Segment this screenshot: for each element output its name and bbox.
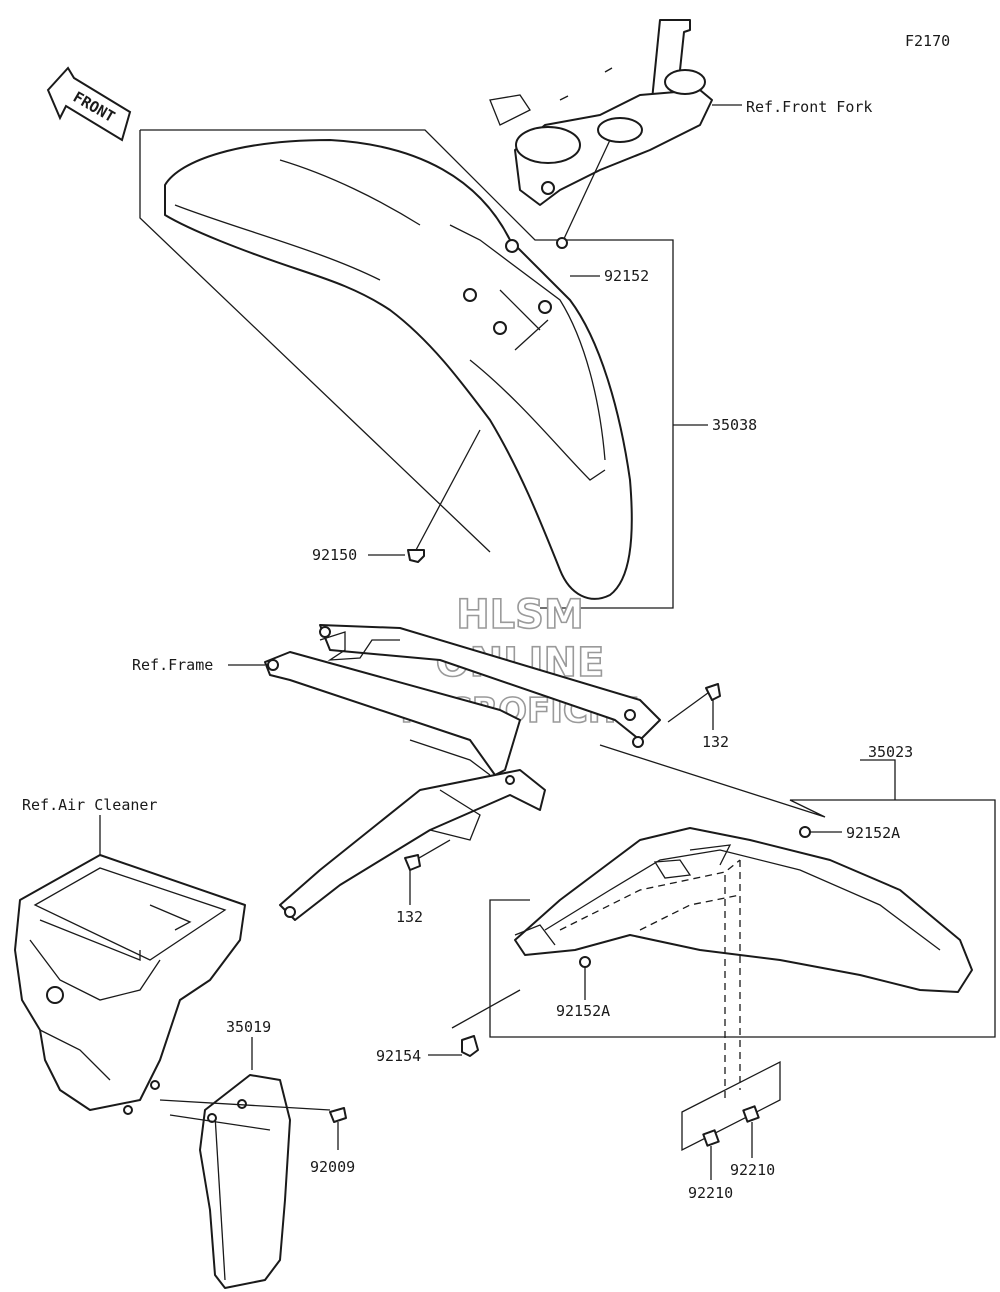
- front-fender: [164, 139, 633, 600]
- washer-92152-icon: [556, 237, 568, 249]
- screw-92009-label: 92009: [310, 1158, 355, 1176]
- ref-frame: Ref.Frame: [132, 656, 213, 674]
- rear-fender-part-number: 35023: [868, 743, 913, 761]
- rear-subframe: [264, 624, 661, 921]
- bolt-92154-icon: [461, 1035, 479, 1057]
- ref-air-cleaner: Ref.Air Cleaner: [22, 796, 157, 814]
- washer-92152-label: 92152: [604, 267, 649, 285]
- air-cleaner-box: [14, 854, 246, 1115]
- watermark-line-1: HLSM: [456, 592, 584, 638]
- diagram-code: F2170: [905, 32, 950, 50]
- bolt-132-upper-icon: [705, 683, 721, 701]
- washer-92152a-lower-label: 92152A: [556, 1002, 610, 1020]
- bolt-132-upper-label: 132: [702, 733, 729, 751]
- nut-92210-right-icon: [742, 1105, 760, 1123]
- bolt-92150-label: 92150: [312, 546, 357, 564]
- bolt-92150-icon: [407, 549, 425, 563]
- ref-front-fork: Ref.Front Fork: [746, 98, 872, 116]
- screw-92009-icon: [329, 1107, 347, 1123]
- front-fork-assembly: [489, 19, 713, 206]
- washer-92152a-upper-label: 92152A: [846, 824, 900, 842]
- washer-92152a-upper-icon: [799, 826, 811, 838]
- nut-92210-right-label: 92210: [730, 1161, 775, 1179]
- bolt-132-lower-icon: [404, 854, 421, 871]
- washer-92152a-lower-icon: [579, 956, 591, 968]
- front-fender-part-number: 35038: [712, 416, 757, 434]
- bolt-92154-label: 92154: [376, 1047, 421, 1065]
- rear-fender: [514, 827, 973, 993]
- front-arrow-icon: FRONT: [46, 66, 132, 142]
- bolt-132-lower-label: 132: [396, 908, 423, 926]
- mud-flap: [199, 1074, 291, 1289]
- nut-92210-left-label: 92210: [688, 1184, 733, 1202]
- nut-plate-group: [681, 1060, 781, 1152]
- mud-flap-part-number: 35019: [226, 1018, 271, 1036]
- nut-92210-left-icon: [702, 1129, 720, 1147]
